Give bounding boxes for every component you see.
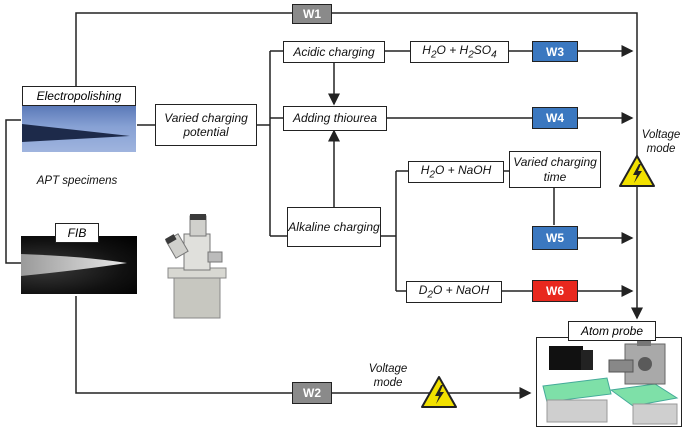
h2o-h2so4-formula: H2O + H2SO4 [422,42,497,61]
fib-box: FIB [55,223,99,243]
fib-label: FIB [67,226,87,240]
electropolishing-box: Electropolishing [22,86,136,106]
high-voltage-warning-icon [420,375,458,409]
varied-charging-time-label: Varied charging time [513,155,597,184]
w2-badge: W2 [292,382,332,404]
voltage-mode-bottom-label: Voltage mode [368,363,408,390]
w1-badge: W1 [292,4,332,24]
varied-charging-potential-label: Varied charging potential [164,110,248,139]
varied-charging-time-box: Varied charging time [509,151,601,188]
h2o-naoh-box: H2O + NaOH [408,161,504,183]
electropolished-tip-image [22,106,136,152]
alkaline-charging-label: Alkaline charging [288,219,380,234]
acidic-charging-label: Acidic charging [293,44,375,59]
w5-badge: W5 [532,226,578,250]
w3-badge: W3 [532,41,578,62]
acidic-charging-box: Acidic charging [283,41,385,63]
d2o-naoh-box: D2O + NaOH [406,281,502,303]
fib-instrument-icon [160,212,230,320]
apt-specimens-label: APT specimens [36,175,118,187]
varied-charging-potential-box: Varied charging potential [155,104,257,146]
high-voltage-warning-icon [618,154,656,188]
atom-probe-label: Atom probe [580,324,644,338]
w4-badge: W4 [532,107,578,129]
d2o-naoh-formula: D2O + NaOH [418,282,490,301]
h2o-h2so4-box: H2O + H2SO4 [410,41,509,63]
atom-probe-instrument-icon [542,338,679,425]
alkaline-charging-box: Alkaline charging [287,207,381,247]
adding-thiourea-label: Adding thiourea [292,111,378,126]
atom-probe-frame [536,337,682,427]
adding-thiourea-box: Adding thiourea [283,106,387,131]
atom-probe-box: Atom probe [568,321,656,341]
h2o-naoh-formula: H2O + NaOH [420,162,492,181]
electropolishing-label: Electropolishing [36,89,122,103]
w6-badge: W6 [532,280,578,302]
voltage-mode-right-label: Voltage mode [641,129,681,156]
w1-path [75,12,638,290]
